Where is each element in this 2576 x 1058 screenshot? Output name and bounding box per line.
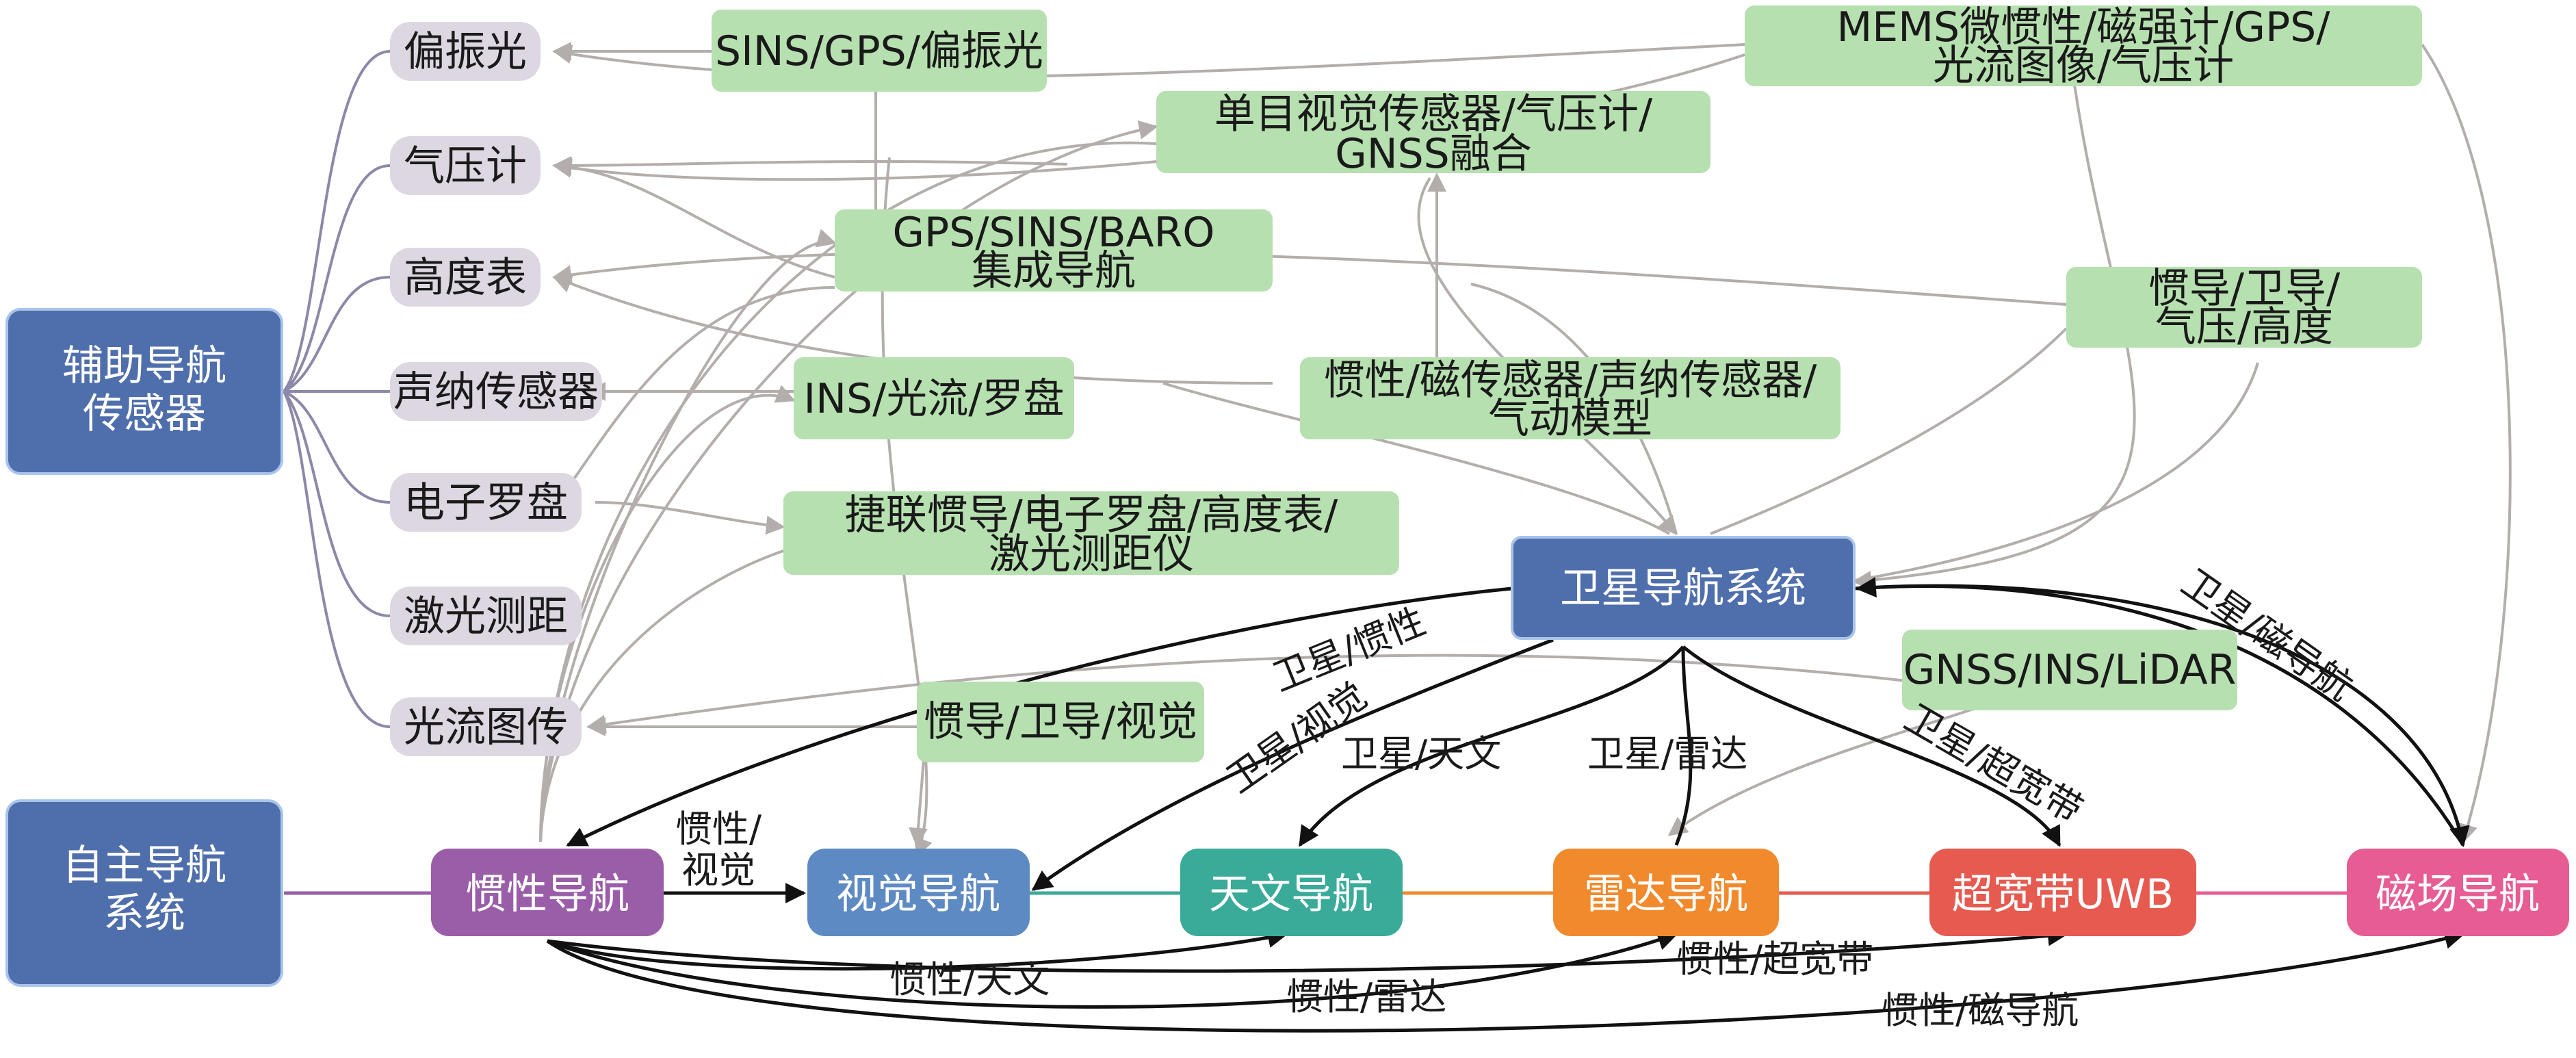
system-inertial: 惯性导航 [431,849,664,936]
group-auto-line1: 自主导航 [62,842,226,890]
edge-label-inertial-magnetic: 惯性/磁导航 [1882,989,2079,1032]
edge-label-inertial-radar: 惯性/雷达 [1286,975,1446,1018]
fusion-mems-line1: MEMS微惯性/磁强计/GPS/ [1837,3,2331,51]
fusion-ins-sat-baro-alt-line2: 气压/高度 [2155,303,2333,351]
edge-label-inertial-uwb: 惯性/超宽带 [1676,938,1873,981]
edge-label-inertial-vision-line2: 视觉 [681,849,755,892]
fusion-ins-flow-compass: INS/光流/罗盘 [794,357,1074,439]
system-celestial: 天文导航 [1180,849,1403,936]
sensor-optical-flow: 光流图传 [390,697,582,756]
fusion-mono-vision-label: 单目视觉传感器/气压计/GNSS融合 [1214,90,1653,178]
sensor-altimeter-label: 高度表 [404,254,527,302]
fusion-ins-sat-vision: 惯导/卫导/视觉 [917,682,1204,762]
fusion-mono-vision-line2: GNSS融合 [1335,130,1532,178]
group-auto-line2: 系统 [103,890,185,938]
fusion-gps-sins-baro-line1: GPS/SINS/BARO [892,209,1214,257]
fusion-strapdown-laser-label: 捷联惯导/电子罗盘/高度表/激光测距仪 [845,491,1338,578]
system-uwb-label: 超宽带UWB [1952,870,2174,918]
sensor-laser: 激光测距 [390,586,582,645]
edge-label-inertial-celestial: 惯性/天文 [889,958,1050,1001]
system-celestial-label: 天文导航 [1209,870,1373,918]
system-radar: 雷达导航 [1553,849,1779,936]
fusion-mono-vision: 单目视觉传感器/气压计/GNSS融合 [1156,90,1710,178]
fusion-strapdown-laser: 捷联惯导/电子罗盘/高度表/激光测距仪 [783,491,1399,578]
system-visual: 视觉导航 [807,849,1030,936]
fusion-ins-flow-compass-label: INS/光流/罗盘 [803,375,1064,423]
system-satellite-label: 卫星导航系统 [1560,565,1806,612]
system-radar-label: 雷达导航 [1584,870,1748,918]
fusion-gnss-ins-lidar: GNSS/INS/LiDAR [1902,630,2237,710]
fusion-ins-sat-baro-alt: 惯导/卫导/气压/高度 [2066,265,2422,351]
fusion-ins-sat-baro-alt-line1: 惯导/卫导/ [2148,265,2341,313]
fusion-mems-line2: 光流图像/气压计 [1933,42,2234,90]
fusion-inertial-mag-sonar-line2: 气动模型 [1488,395,1652,443]
system-uwb: 超宽带UWB [1929,849,2196,936]
edge-label-inertial-vision: 惯性/视觉 [675,808,762,892]
group-aux-label: 辅助导航传感器 [62,342,226,438]
group-auto-label: 自主导航系统 [62,842,226,938]
sensor-optical-flow-label: 光流图传 [404,704,568,751]
fusion-ins-sat-vision-label: 惯导/卫导/视觉 [924,698,1197,746]
edge-label-sat-celestial: 卫星/天文 [1341,732,1501,775]
sensor-polarized: 偏振光 [390,22,541,81]
sensor-compass: 电子罗盘 [390,473,582,532]
fusion-ins-sat-baro-alt-label: 惯导/卫导/气压/高度 [2148,265,2341,351]
sensor-barometer: 气压计 [390,136,541,195]
fusion-gnss-ins-lidar-label: GNSS/INS/LiDAR [1903,646,2237,694]
fusion-mono-vision-line1: 单目视觉传感器/气压计/ [1214,90,1653,138]
fusion-strapdown-laser-line1: 捷联惯导/电子罗盘/高度表/ [845,491,1338,539]
fusion-inertial-mag-sonar: 惯性/磁传感器/声纳传感器/气动模型 [1300,357,1840,443]
integration-arrows [546,577,2470,1033]
sensor-sonar: 声纳传感器 [390,362,602,421]
system-magnetic-label: 磁场导航 [2376,870,2540,918]
group-aux-sensors: 辅助导航传感器 [5,308,283,475]
edge-label-inertial-vision-line1: 惯性/ [675,808,762,851]
fusion-sins-gps-pol-label: SINS/GPS/偏振光 [715,27,1043,75]
group-autonomous: 自主导航系统 [5,799,283,987]
fusion-inertial-mag-sonar-label: 惯性/磁传感器/声纳传感器/气动模型 [1324,357,1817,443]
group-aux-line1: 辅助导航 [62,342,226,390]
edge-label-sat-radar: 卫星/雷达 [1587,732,1747,775]
edge-label-sat-uwb: 卫星/超宽带 [1898,696,2090,832]
system-satellite: 卫星导航系统 [1511,536,1856,640]
system-inertial-label: 惯性导航 [465,870,629,918]
sensor-compass-label: 电子罗盘 [404,479,568,527]
sensor-sonar-label: 声纳传感器 [393,368,599,416]
aux-sensor-links [283,50,391,728]
fusion-sins-gps-pol: SINS/GPS/偏振光 [712,10,1047,92]
sensor-barometer-label: 气压计 [404,142,527,190]
sensor-laser-label: 激光测距 [404,593,568,641]
fusion-strapdown-laser-line2: 激光测距仪 [989,530,1194,578]
group-aux-line2: 传感器 [83,390,206,438]
fusion-inertial-mag-sonar-line1: 惯性/磁传感器/声纳传感器/ [1324,357,1817,404]
fusion-mems-label: MEMS微惯性/磁强计/GPS/光流图像/气压计 [1837,3,2331,90]
fusion-mems: MEMS微惯性/磁强计/GPS/光流图像/气压计 [1745,3,2422,90]
system-magnetic: 磁场导航 [2347,849,2569,936]
system-visual-label: 视觉导航 [836,870,1000,918]
sensor-polarized-label: 偏振光 [404,28,527,76]
fusion-gps-sins-baro-line2: 集成导航 [972,247,1136,295]
sensor-altimeter: 高度表 [390,248,541,307]
